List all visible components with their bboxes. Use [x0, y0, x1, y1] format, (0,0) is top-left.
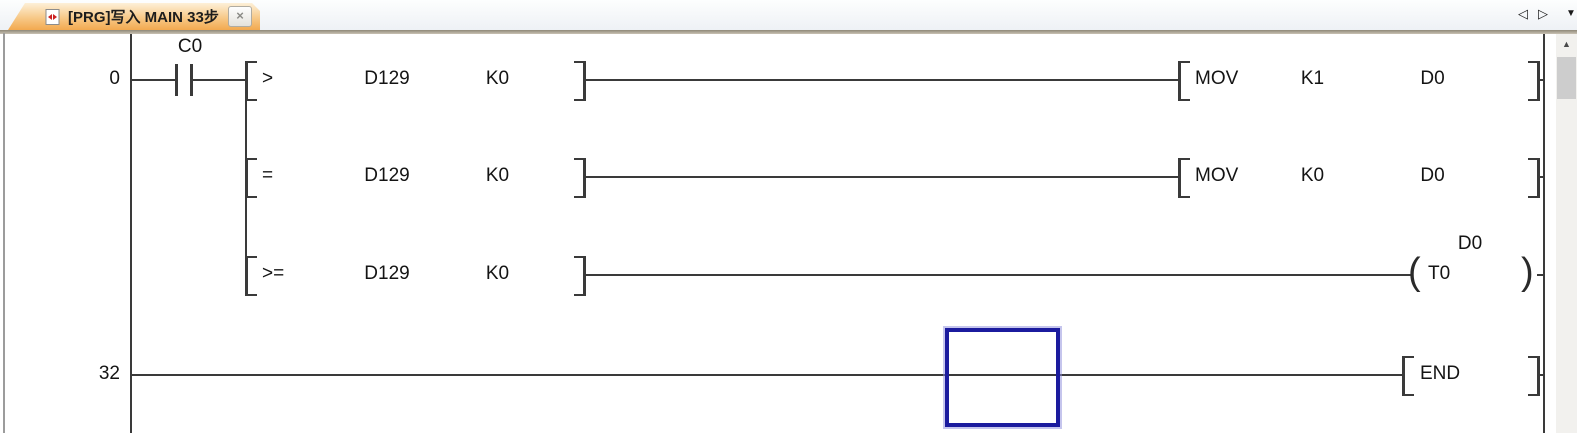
compare-arg2[interactable]: K0	[485, 263, 510, 284]
instruction-open-bracket	[245, 256, 257, 296]
rung-line	[586, 176, 1179, 178]
output-instr[interactable]: MOV	[1195, 68, 1239, 89]
contact-bar-right[interactable]	[190, 64, 193, 96]
output-instr[interactable]: MOV	[1195, 165, 1239, 186]
rung-line	[130, 374, 1404, 376]
compare-arg1[interactable]: D129	[364, 263, 410, 284]
coil-open-paren: (	[1408, 251, 1421, 293]
tab-list-dropdown-icon[interactable]: ▼	[1566, 8, 1576, 19]
vertical-scrollbar[interactable]: ▲	[1556, 34, 1577, 433]
rung-line	[1538, 374, 1544, 376]
program-document-icon	[45, 8, 60, 25]
output-arg1[interactable]: K0	[1300, 165, 1325, 186]
rung-line	[193, 79, 247, 81]
tab-close-button[interactable]: ×	[228, 6, 252, 27]
tab-scroll-right-icon[interactable]: ▷	[1538, 6, 1548, 21]
tab-scroll-left-icon[interactable]: ◁	[1518, 6, 1528, 21]
rung-line	[586, 79, 1179, 81]
end-instruction[interactable]: END	[1420, 363, 1461, 384]
output-arg2[interactable]: D0	[1420, 165, 1445, 186]
compare-arg1[interactable]: D129	[364, 68, 410, 89]
power-rail-right	[1543, 34, 1545, 433]
coil-operand-label: D0	[1457, 233, 1483, 254]
tab-main-program[interactable]: [PRG]写入 MAIN 33步 ×	[8, 3, 260, 30]
instruction-close-bracket	[1528, 158, 1540, 198]
contact-label: C0	[177, 36, 203, 57]
instruction-close-bracket	[1528, 61, 1540, 101]
compare-op[interactable]: >	[262, 68, 274, 89]
contact-bar-left[interactable]	[175, 64, 178, 96]
instruction-open-bracket	[245, 158, 257, 198]
instruction-open-bracket	[1402, 356, 1414, 396]
instruction-open-bracket	[1178, 158, 1190, 198]
output-arg2[interactable]: D0	[1420, 68, 1445, 89]
step-number: 0	[109, 68, 120, 89]
rung-line	[1537, 274, 1544, 276]
rung-line	[130, 79, 176, 81]
compare-arg2[interactable]: K0	[485, 68, 510, 89]
ladder-canvas[interactable]	[5, 34, 1554, 433]
tab-bar-separator	[0, 30, 1577, 34]
instruction-close-bracket	[1528, 356, 1540, 396]
coil-device[interactable]: T0	[1428, 263, 1451, 284]
power-rail-left	[130, 34, 132, 433]
output-arg1[interactable]: K1	[1300, 68, 1325, 89]
scroll-up-icon[interactable]: ▲	[1562, 39, 1571, 49]
instruction-close-bracket	[574, 61, 586, 101]
compare-arg1[interactable]: D129	[364, 165, 410, 186]
compare-op[interactable]: =	[262, 165, 274, 186]
coil-close-paren: )	[1521, 251, 1534, 293]
editor-left-border	[3, 33, 5, 433]
rung-line	[1538, 79, 1544, 81]
tab-title: [PRG]写入 MAIN 33步	[68, 9, 219, 26]
tab-bar	[0, 0, 1577, 30]
instruction-open-bracket	[1178, 61, 1190, 101]
selection-cursor[interactable]	[945, 328, 1060, 427]
step-number: 32	[98, 363, 120, 384]
compare-arg2[interactable]: K0	[485, 165, 510, 186]
rung-line	[1538, 176, 1544, 178]
rung-line	[586, 274, 1412, 276]
instruction-close-bracket	[574, 256, 586, 296]
instruction-close-bracket	[574, 158, 586, 198]
instruction-open-bracket	[245, 61, 257, 101]
compare-op[interactable]: >=	[262, 263, 285, 284]
scrollbar-thumb[interactable]	[1557, 57, 1576, 99]
